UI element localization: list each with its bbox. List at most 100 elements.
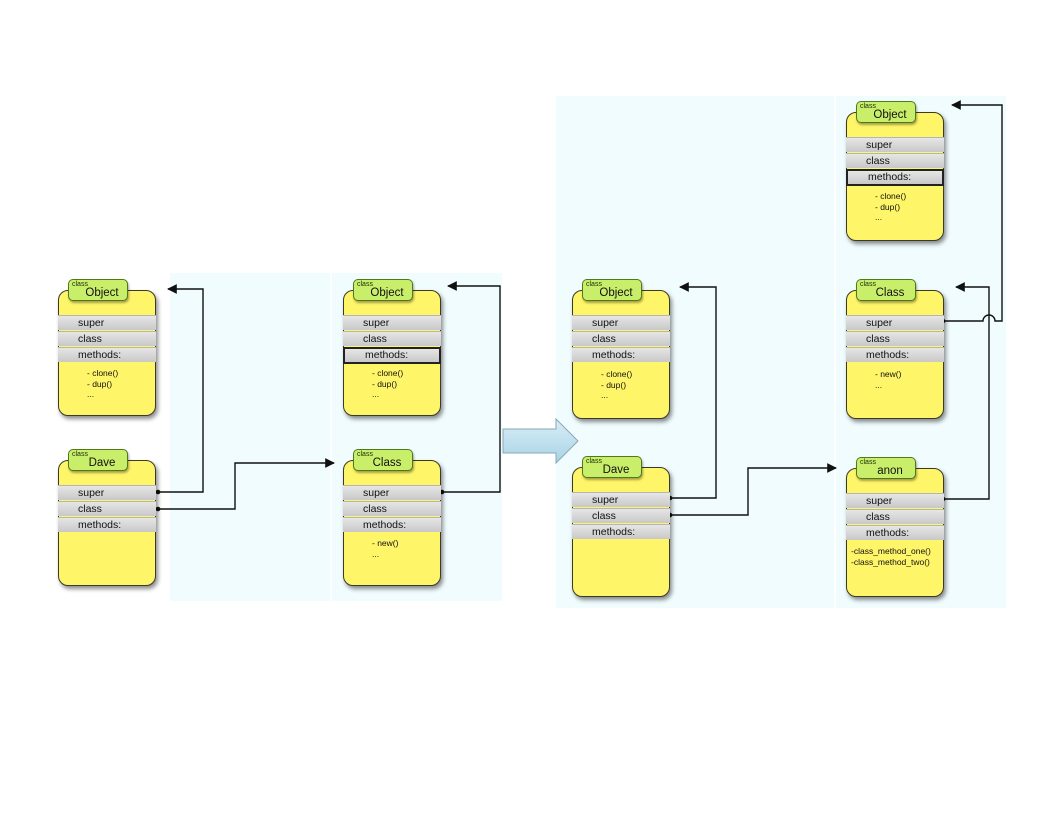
slot-super: super — [343, 485, 441, 500]
class-body: super class methods: - clone() - dup() .… — [846, 112, 944, 241]
method-item: - dup() — [601, 379, 627, 390]
class-name: anon — [877, 465, 903, 477]
method-item: - clone() — [87, 368, 119, 378]
method-list: - new() ... — [875, 369, 901, 390]
class-keyword: class — [860, 103, 876, 110]
after-dave-class-arrow — [670, 463, 837, 516]
method-item: ... — [875, 379, 883, 390]
method-list: - new() ... — [372, 538, 398, 559]
method-item: - clone() — [601, 369, 633, 379]
after-dave-super-arrow — [670, 282, 717, 499]
slot-methods: methods: — [343, 347, 441, 364]
method-list: - clone() - dup() ... — [601, 369, 632, 401]
slot-super: super — [846, 315, 944, 330]
method-item: - clone() — [372, 368, 404, 378]
method-item: ... — [87, 389, 95, 399]
slot-methods: methods: — [572, 347, 670, 362]
method-list: -class_method_one() -class_method_two() — [851, 546, 931, 568]
class-keyword: class — [586, 458, 602, 465]
slot-class: class — [846, 331, 944, 346]
slot-super: super — [572, 315, 670, 330]
slot-super: super — [572, 492, 670, 507]
method-item: - dup() — [372, 378, 398, 389]
class-name: Object — [599, 287, 633, 299]
slot-class: class — [58, 501, 156, 516]
class-name: Object — [370, 287, 404, 299]
slot-class: class — [343, 331, 441, 346]
class-name: Dave — [88, 457, 116, 469]
slot-super: super — [846, 493, 944, 508]
class-keyword: class — [860, 459, 876, 466]
method-item: ... — [601, 390, 609, 400]
slot-methods: methods: — [846, 525, 944, 540]
class-body: super class methods: - clone() - dup() .… — [343, 290, 441, 416]
slot-class: class — [343, 501, 441, 516]
class-keyword: class — [357, 451, 373, 458]
before-panel-left — [170, 273, 330, 601]
class-body: super class methods: - new() ... — [846, 290, 944, 419]
class-name: Class — [372, 457, 402, 469]
method-item: ... — [372, 389, 380, 399]
slot-methods: methods: — [58, 517, 156, 532]
method-item: - new() — [372, 538, 399, 548]
class-name: Class — [875, 287, 905, 299]
slot-class: class — [572, 331, 670, 346]
before-dave-class-arrow — [158, 458, 335, 510]
slot-methods: methods: — [846, 347, 944, 362]
class-body: super class methods: -class_method_one()… — [846, 468, 944, 597]
class-body: super class methods: - new() ... — [343, 460, 441, 586]
method-item: - clone() — [875, 191, 907, 201]
transition-arrow-icon — [502, 418, 579, 464]
method-item: - dup() — [875, 201, 901, 212]
before-dave-super-arrow — [158, 284, 204, 493]
slot-super: super — [58, 315, 156, 330]
slot-class: class — [846, 509, 944, 524]
slot-super: super — [846, 137, 944, 152]
method-item: - new() — [875, 369, 902, 379]
class-keyword: class — [72, 281, 88, 288]
class-keyword: class — [357, 281, 373, 288]
slot-methods: methods: — [572, 524, 670, 539]
slot-methods: methods: — [58, 347, 156, 362]
slot-class: class — [58, 331, 156, 346]
slot-class: class — [846, 153, 944, 168]
class-keyword: class — [586, 281, 602, 288]
slot-super: super — [343, 315, 441, 330]
class-body: super class methods: — [572, 467, 670, 597]
method-item: -class_method_two() — [851, 557, 930, 567]
class-name: Dave — [602, 464, 630, 476]
class-body: super class methods: — [58, 460, 156, 586]
method-list: - clone() - dup() ... — [87, 368, 118, 400]
slot-methods: methods: — [846, 169, 944, 186]
after-class-super-arrow — [943, 100, 1003, 322]
before-class-super-arrow — [442, 281, 501, 493]
slot-super: super — [58, 485, 156, 500]
method-list: - clone() - dup() ... — [875, 191, 906, 223]
class-body: super class methods: - clone() - dup() .… — [572, 290, 670, 419]
class-keyword: class — [860, 281, 876, 288]
class-body: super class methods: - clone() - dup() .… — [58, 290, 156, 416]
class-keyword: class — [72, 451, 88, 458]
method-item: - dup() — [87, 378, 113, 389]
method-item: -class_method_one() — [851, 546, 931, 556]
slot-methods: methods: — [343, 517, 441, 532]
method-item: ... — [875, 212, 883, 222]
